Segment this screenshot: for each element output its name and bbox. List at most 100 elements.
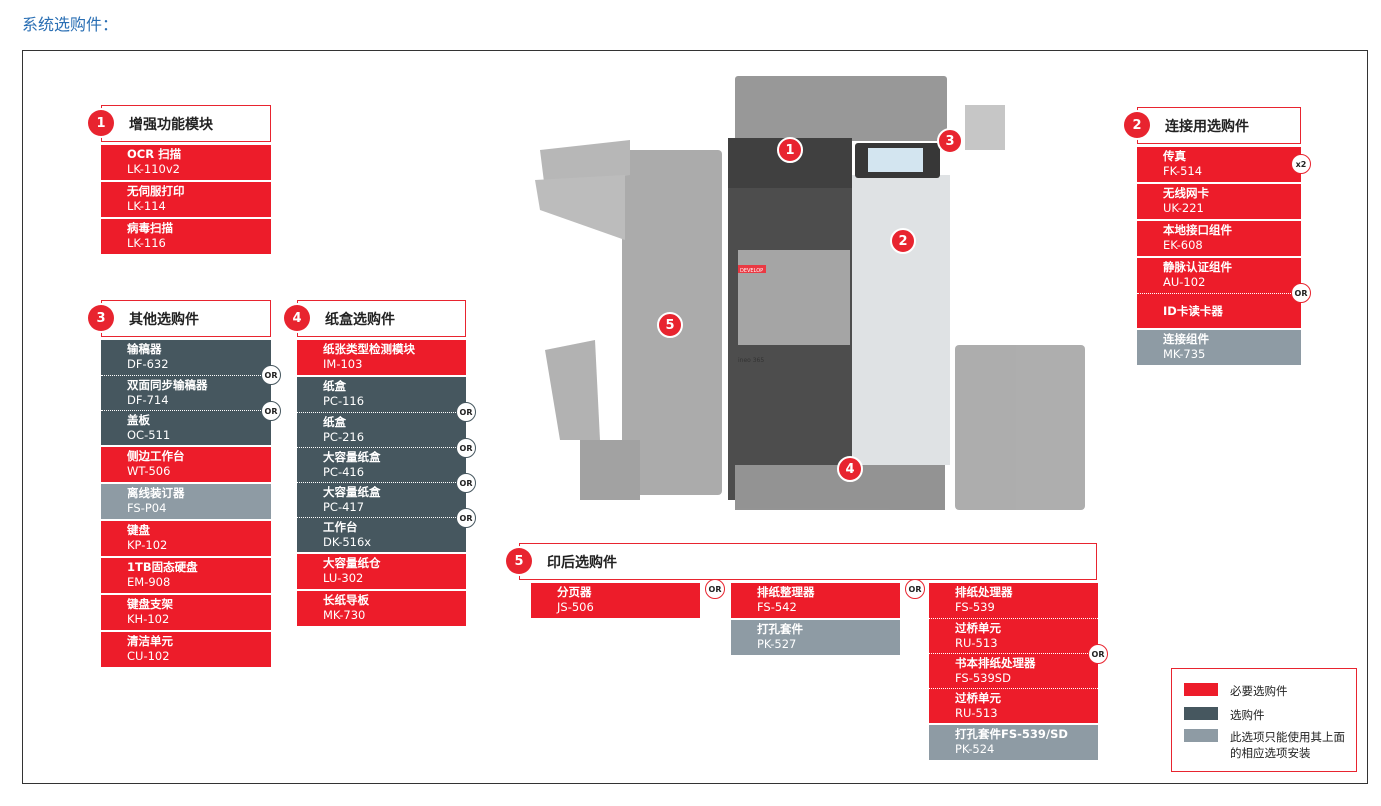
or-badge: OR — [456, 438, 476, 458]
option-code: LK-110v2 — [127, 162, 180, 176]
group-number-badge: 3 — [88, 305, 114, 331]
legend-label: 必要选购件 — [1230, 684, 1288, 698]
option-code: EK-608 — [1163, 238, 1203, 252]
option-code: PC-417 — [323, 500, 365, 514]
option-name: 过桥单元 — [955, 691, 1001, 705]
option-name: 纸张类型检测模块 — [323, 342, 415, 356]
option-name: 静脉认证组件 — [1163, 260, 1232, 274]
or-badge: OR — [261, 401, 281, 421]
printer-model: ineo 365 — [738, 357, 764, 364]
legend-label: 此选项只能使用其上面的相应选项安装 — [1230, 730, 1345, 760]
legend-item: 必要选购件 — [1184, 683, 1348, 699]
group-header-g2: 连接用选购件 — [1137, 107, 1301, 144]
option-name: 键盘支架 — [127, 597, 173, 611]
option-name: 分页器 — [557, 585, 592, 599]
or-badge: OR — [456, 508, 476, 528]
option-code: LK-114 — [127, 199, 166, 213]
option-name: 纸盒 — [323, 415, 346, 429]
brand-plate — [738, 265, 766, 273]
option-code: LK-116 — [127, 236, 166, 250]
option-code: KP-102 — [127, 538, 168, 552]
option-code: RU-513 — [955, 706, 998, 720]
option-name: 键盘 — [127, 523, 150, 537]
option-code: PK-527 — [757, 637, 797, 651]
option-code: LU-302 — [323, 571, 364, 585]
legend-label: 选购件 — [1230, 708, 1265, 722]
option-code: DF-632 — [127, 357, 169, 371]
legend-swatch — [1184, 707, 1218, 720]
lcc — [955, 345, 1085, 510]
option-name: 连接组件 — [1163, 332, 1209, 346]
option-name: 打孔套件 — [757, 622, 803, 636]
option-code: PK-524 — [955, 742, 995, 756]
finisher-tray-low — [545, 340, 600, 440]
legend-swatch — [1184, 683, 1218, 696]
option-code: FS-539 — [955, 600, 995, 614]
option-name: 纸盒 — [323, 379, 346, 393]
option-code: FK-514 — [1163, 164, 1203, 178]
option-code: DF-714 — [127, 393, 169, 407]
option-item[interactable]: ID卡读卡器 — [1137, 293, 1301, 328]
printer-callout-3: 3 — [937, 128, 963, 154]
option-name: 排纸整理器 — [757, 585, 815, 599]
page-title: 系统选购件： — [22, 15, 119, 34]
option-name: 打孔套件FS-539/SD — [955, 727, 1068, 741]
printer-callout-2: 2 — [890, 228, 916, 254]
option-name: 输稿器 — [127, 342, 162, 356]
panel-screen — [868, 148, 923, 172]
scanner-top — [735, 76, 947, 141]
printer-brand: DEVELOP — [740, 268, 763, 274]
printer-callout-1: 1 — [777, 137, 803, 163]
option-code: OC-511 — [127, 428, 171, 442]
option-code: AU-102 — [1163, 275, 1206, 289]
group-number-badge: 2 — [1124, 112, 1150, 138]
or-badge: OR — [1088, 644, 1108, 664]
option-code: WT-506 — [127, 464, 171, 478]
option-name: 双面同步输稿器 — [127, 378, 208, 392]
option-name: 过桥单元 — [955, 621, 1001, 635]
option-name: ID卡读卡器 — [1163, 303, 1223, 318]
group-number-badge: 1 — [88, 110, 114, 136]
